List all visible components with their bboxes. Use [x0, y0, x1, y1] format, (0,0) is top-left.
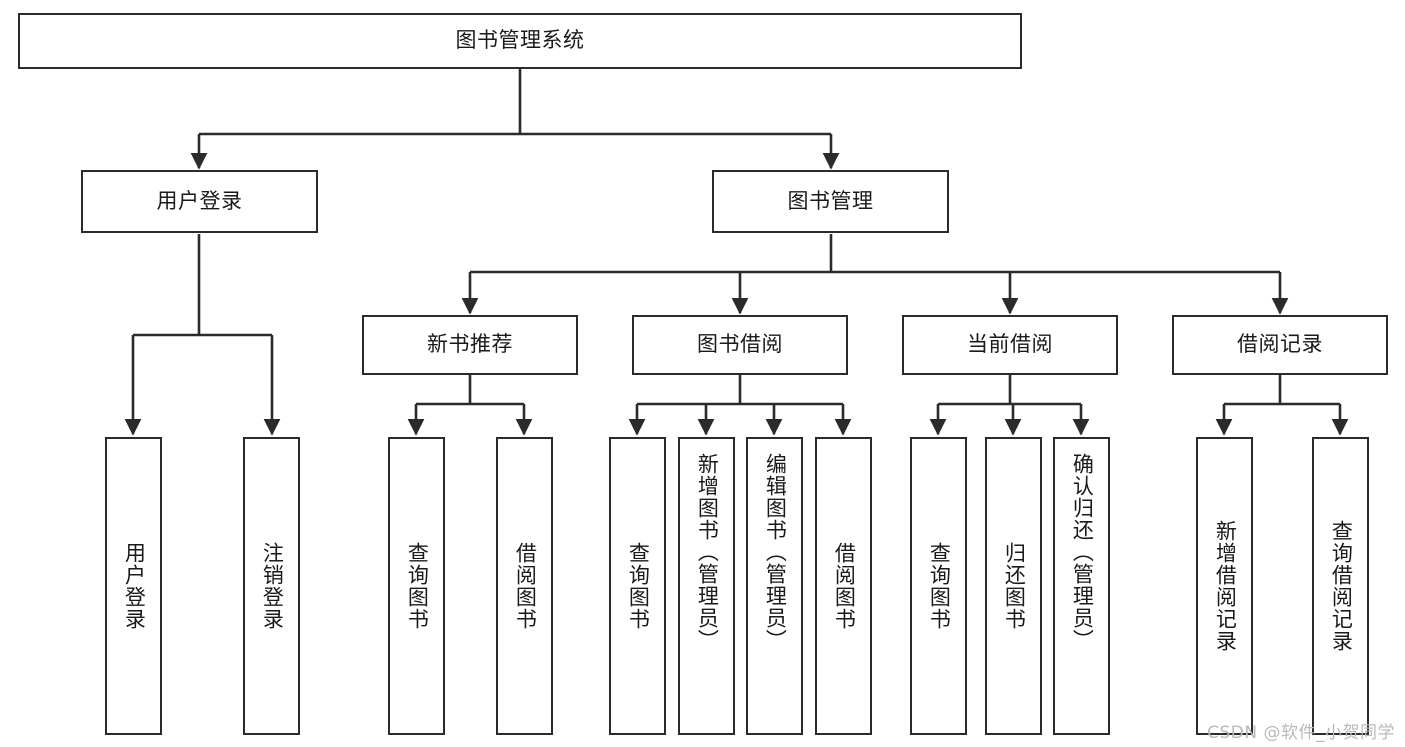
node-label: 当前借阅 — [967, 332, 1053, 357]
node-borrowing-records[interactable]: 借阅记录 — [1172, 315, 1388, 375]
node-label: 编辑图书（管理员） — [763, 453, 788, 651]
leaf-record-query-record[interactable]: 查询借阅记录 — [1312, 437, 1369, 735]
node-current-borrowing[interactable]: 当前借阅 — [902, 315, 1118, 375]
node-label: 新增借阅记录 — [1213, 520, 1238, 652]
node-label: 图书管理系统 — [455, 28, 585, 53]
node-book-borrowing[interactable]: 图书借阅 — [632, 315, 848, 375]
leaf-borrow-query-books[interactable]: 查询图书 — [609, 437, 666, 735]
node-label: 查询图书 — [626, 542, 651, 630]
leaf-user-login-login[interactable]: 用户登录 — [105, 437, 162, 735]
node-label: 用户登录 — [122, 542, 147, 630]
leaf-new-book-query-books[interactable]: 查询图书 — [388, 437, 445, 735]
node-user-login[interactable]: 用户登录 — [81, 170, 318, 233]
node-label: 查询图书 — [927, 542, 952, 630]
leaf-new-book-borrow-books[interactable]: 借阅图书 — [496, 437, 553, 735]
leaf-current-return-books[interactable]: 归还图书 — [985, 437, 1042, 735]
leaf-current-query-books[interactable]: 查询图书 — [910, 437, 967, 735]
node-label: 新书推荐 — [427, 332, 513, 357]
node-label: 图书借阅 — [697, 332, 783, 357]
node-label: 查询图书 — [405, 542, 430, 630]
node-label: 查询借阅记录 — [1329, 520, 1354, 652]
leaf-record-add-record[interactable]: 新增借阅记录 — [1196, 437, 1253, 735]
node-label: 确认归还（管理员） — [1070, 453, 1095, 651]
node-label: 借阅图书 — [832, 542, 857, 630]
node-label: 新增图书（管理员） — [695, 453, 720, 651]
node-label: 借阅记录 — [1237, 332, 1323, 357]
node-label: 借阅图书 — [513, 542, 538, 630]
leaf-current-confirm-return-admin[interactable]: 确认归还（管理员） — [1053, 437, 1110, 735]
node-label: 归还图书 — [1002, 542, 1027, 630]
node-label: 用户登录 — [156, 188, 243, 213]
node-root-book-management-system[interactable]: 图书管理系统 — [18, 13, 1022, 69]
leaf-borrow-add-book-admin[interactable]: 新增图书（管理员） — [678, 437, 735, 735]
node-label: 注销登录 — [260, 542, 285, 630]
leaf-borrow-borrow-books[interactable]: 借阅图书 — [815, 437, 872, 735]
leaf-user-login-logout[interactable]: 注销登录 — [243, 437, 300, 735]
node-book-management[interactable]: 图书管理 — [712, 170, 949, 233]
node-label: 图书管理 — [787, 188, 874, 213]
leaf-borrow-edit-book-admin[interactable]: 编辑图书（管理员） — [746, 437, 803, 735]
node-new-book-recommendation[interactable]: 新书推荐 — [362, 315, 578, 375]
